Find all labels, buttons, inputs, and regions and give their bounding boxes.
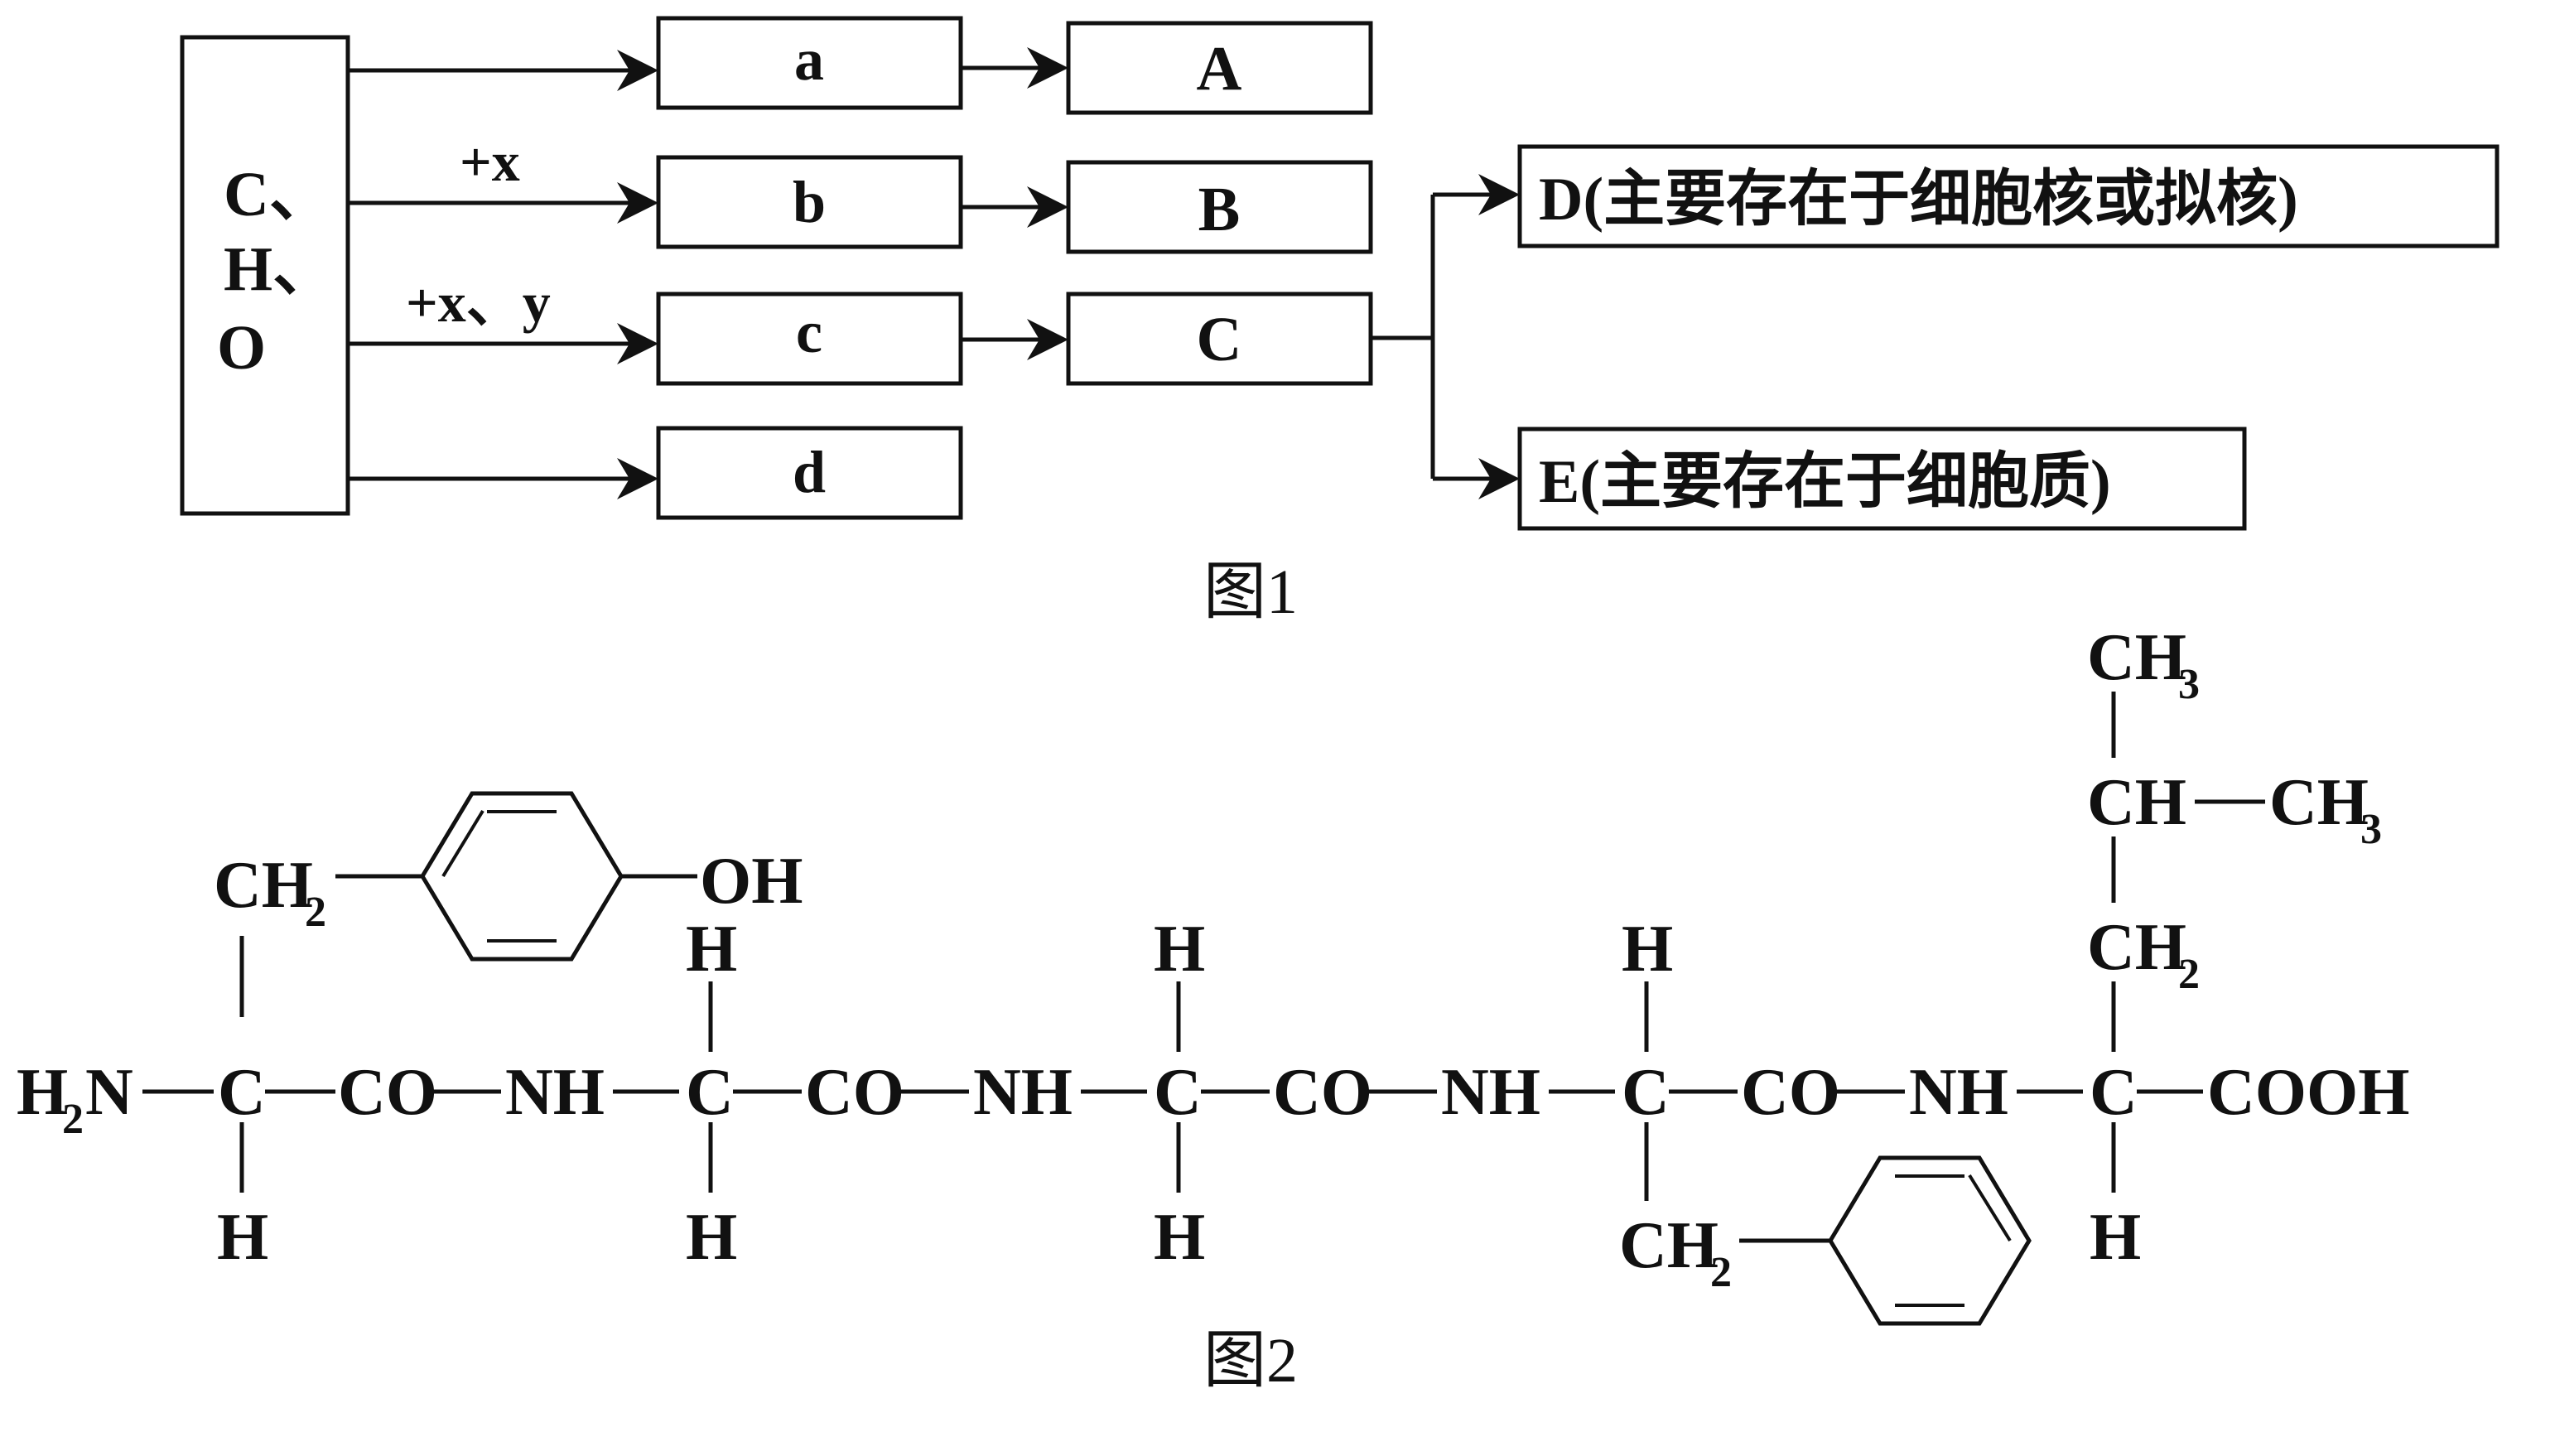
figure-1: C、 H、 O +x +x、y a b c d A B C [180,16,2500,627]
h-residue-2-top: H [686,913,737,986]
figure-2: H 2 N C CO NH C CO NH C CO NH C CO NH C … [17,621,2409,1396]
amino-n: N [85,1056,133,1129]
h-residue-5-bottom: H [2090,1201,2141,1274]
polymer-A-box [1066,21,1373,115]
addition-x-label: +x [460,130,520,193]
product-D-box [1517,144,2500,248]
source-line-o: O [217,313,266,383]
carbonyl-3: CO [1273,1056,1372,1129]
alpha-carbon-1: C [218,1056,266,1129]
addition-xy-label: +x、y [406,271,551,334]
monomer-b-box [656,155,963,249]
hydroxyl-group: OH [700,845,803,918]
alpha-carbon-3: C [1154,1056,1202,1129]
alpha-carbon-5: C [2090,1056,2138,1129]
leu-ch: CH [2087,766,2186,839]
polymer-A-label: A [1197,34,1242,104]
alpha-carbon-2: C [686,1056,734,1129]
h-residue-2-bottom: H [686,1201,737,1274]
leu-ch3-right-sub: 3 [2360,806,2382,853]
monomer-d-box [656,426,963,520]
carbonyl-2: CO [805,1056,904,1129]
carbonyl-4: CO [1741,1056,1840,1129]
leu-ch3-right: CH [2269,766,2369,839]
h-residue-3-top: H [1154,913,1205,986]
element-source-box [180,35,350,516]
phe-ch2-sub: 2 [1710,1249,1732,1296]
monomer-c-label: c [796,299,822,365]
amide-nh-4: NH [1909,1056,2008,1129]
polymer-B-box [1066,160,1373,254]
alpha-carbon-4: C [1622,1056,1670,1129]
leu-ch3-top: CH [2087,621,2186,694]
polymer-B-label: B [1198,175,1241,244]
amino-h-sub: 2 [62,1096,84,1143]
amide-nh-1: NH [505,1056,605,1129]
figure-2-caption: 图2 [1203,1326,1298,1396]
leu-ch2-sub: 2 [2178,951,2200,998]
polymer-C-label: C [1197,305,1242,374]
source-line-c: C、 [224,160,332,229]
amide-nh-2: NH [973,1056,1073,1129]
h-residue-1-bottom: H [217,1201,268,1274]
monomer-d-label: d [793,439,826,505]
h-residue-4-top: H [1622,913,1673,986]
leu-ch2: CH [2087,911,2186,984]
product-D-label: D(主要存在于细胞核或拟核) [1539,166,2298,234]
monomer-a-box [656,16,963,110]
phe-ch2: CH [1619,1209,1719,1282]
product-E-label: E(主要存在于细胞质) [1539,448,2111,516]
tyr-ch2: CH [214,849,313,922]
product-E-box [1517,427,2247,531]
amino-h: H [17,1056,68,1129]
amide-nh-3: NH [1441,1056,1540,1129]
leu-ch3-top-sub: 3 [2178,661,2200,708]
monomer-b-label: b [793,169,826,235]
carboxyl-group: COOH [2207,1056,2409,1129]
tyr-ch2-sub: 2 [305,889,326,936]
source-line-h: H、 [224,234,335,304]
figure-1-caption: 图1 [1203,557,1298,627]
benzene-ring [1828,1155,2032,1326]
carbonyl-1: CO [338,1056,437,1129]
h-residue-3-bottom: H [1154,1201,1205,1274]
monomer-a-label: a [794,27,824,93]
phenol-ring [420,791,624,962]
